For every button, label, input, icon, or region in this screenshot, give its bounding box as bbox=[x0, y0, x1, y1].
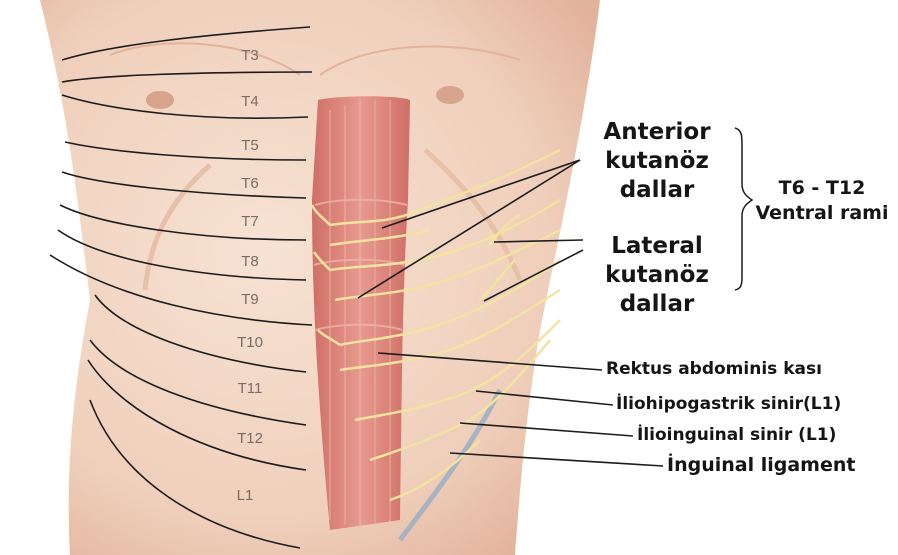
dermatome-label: T3 bbox=[241, 47, 259, 64]
dermatome-label: T8 bbox=[241, 253, 259, 270]
right-nipple bbox=[436, 86, 464, 104]
ventral-sub: Ventral rami bbox=[752, 204, 892, 223]
left-nipple bbox=[146, 91, 174, 109]
anterior-line-2: kutanöz bbox=[593, 150, 721, 173]
ilioinguinal-label: İlioinguinal sinir (L1) bbox=[637, 427, 836, 444]
torso bbox=[20, 0, 600, 555]
dermatome-label: T6 bbox=[241, 175, 259, 192]
lateral-line-1: Lateral bbox=[593, 235, 721, 258]
lateral-line-2: kutanöz bbox=[593, 264, 721, 287]
rektus-label: Rektus abdominis kası bbox=[606, 361, 822, 378]
anterior-line-3: dallar bbox=[593, 179, 721, 202]
lateral-cutaneous-label: Lateral kutanöz dallar bbox=[593, 235, 721, 316]
ventral-title: T6 - T12 bbox=[752, 179, 892, 198]
dermatome-label: T5 bbox=[241, 137, 259, 154]
anterior-line-1: Anterior bbox=[593, 121, 721, 144]
lateral-line-3: dallar bbox=[593, 293, 721, 316]
dermatome-label: T4 bbox=[241, 93, 259, 110]
dermatome-label: T11 bbox=[238, 380, 263, 397]
dermatome-label: T7 bbox=[241, 213, 259, 230]
anterior-cutaneous-label: Anterior kutanöz dallar bbox=[593, 121, 721, 202]
dermatome-label: T12 bbox=[237, 430, 263, 447]
iliohipogastrik-label: İliohipogastrik sinir(L1) bbox=[616, 396, 841, 413]
dermatome-label: L1 bbox=[237, 487, 254, 504]
dermatome-label: T9 bbox=[241, 291, 259, 308]
dermatome-label: T10 bbox=[237, 334, 263, 351]
rectus-abdominis bbox=[312, 96, 410, 530]
inguinal-ligament-label: İnguinal ligament bbox=[667, 456, 855, 475]
ventral-rami-label: T6 - T12 Ventral rami bbox=[752, 179, 892, 223]
